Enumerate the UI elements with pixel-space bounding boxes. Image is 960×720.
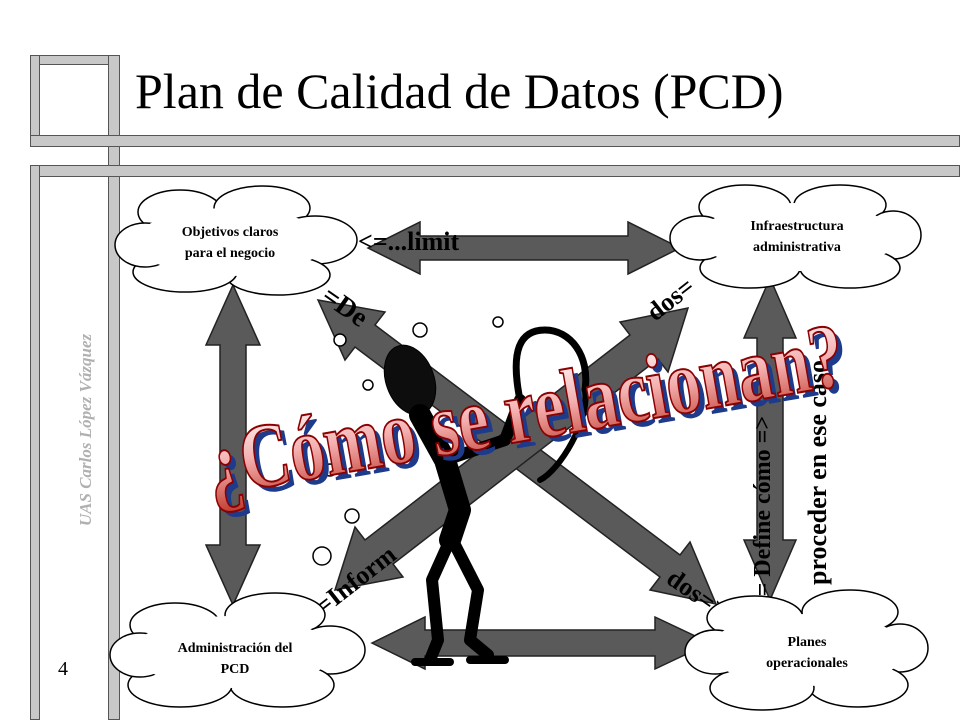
cloud-plans [684, 589, 929, 711]
label-top-fragment: <=...limit [358, 227, 459, 256]
node-infrastructure: Infraestructura administrativa [712, 216, 882, 258]
node-administration-line1: Administración del [177, 641, 293, 656]
label-right-vertical-text: proceder en ese caso [803, 360, 832, 585]
node-infrastructure-line2: administrativa [753, 240, 841, 255]
node-administration-line2: PCD [220, 662, 250, 677]
node-objectives: Objetivos claros para el negocio [150, 222, 310, 264]
node-plans-line1: Planes [787, 635, 827, 650]
cloud-objectives [114, 185, 358, 296]
node-administration: Administración del PCD [150, 638, 320, 680]
label-right-vertical-fragment: <= Define cómo => [750, 416, 776, 610]
node-objectives-line1: Objetivos claros [181, 225, 279, 240]
node-infrastructure-line1: Infraestructura [750, 219, 844, 234]
slide-title: Plan de Calidad de Datos (PCD) [135, 63, 784, 119]
node-objectives-line2: para el negocio [184, 246, 276, 261]
cloud-infrastructure [669, 184, 922, 289]
thinking-figure-icon [383, 326, 590, 666]
node-plans: Planes operacionales [722, 632, 892, 674]
node-plans-line2: operacionales [766, 656, 848, 671]
thought-bubbles [312, 316, 504, 566]
arrow-diagonal-up [333, 307, 690, 591]
page-number: 4 [58, 658, 68, 680]
cloud-administration [109, 592, 366, 708]
